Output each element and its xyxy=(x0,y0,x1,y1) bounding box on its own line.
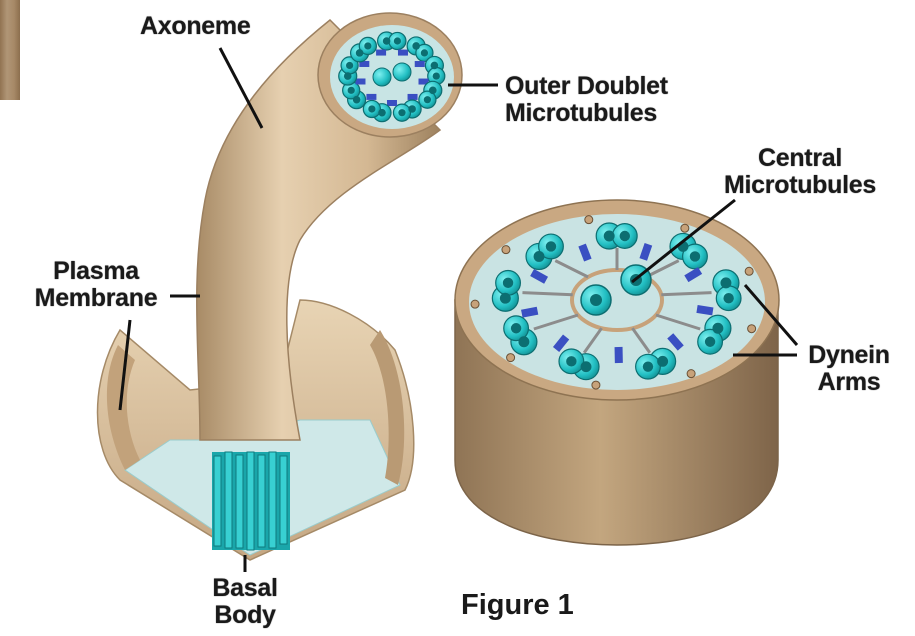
outer-doublet-line2: Microtubules xyxy=(505,100,668,127)
basal-line2: Body xyxy=(195,602,295,629)
outer-doublet-line1: Outer Doublet xyxy=(505,73,668,100)
nexin-bead xyxy=(748,325,756,333)
label-outer-doublet: Outer Doublet Microtubules xyxy=(505,73,668,127)
axoneme-dynein xyxy=(376,50,386,56)
axoneme-dynein xyxy=(366,94,376,100)
dynein-line2: Arms xyxy=(794,369,904,396)
label-axoneme: Axoneme xyxy=(140,13,250,40)
axoneme-dynein xyxy=(387,100,397,106)
label-central: Central Microtubules xyxy=(705,145,895,199)
nexin-bead xyxy=(471,300,479,308)
nexin-bead xyxy=(585,216,593,224)
nexin-bead xyxy=(687,370,695,378)
nexin-bead xyxy=(507,354,515,362)
label-basal: Basal Body xyxy=(195,575,295,629)
axoneme-dynein xyxy=(355,78,365,84)
dynein-arm xyxy=(615,347,623,363)
nexin-bead xyxy=(502,246,510,254)
central-line1: Central xyxy=(705,145,895,172)
central-line2: Microtubules xyxy=(705,172,895,199)
basal-line1: Basal xyxy=(195,575,295,602)
nexin-bead xyxy=(592,381,600,389)
outer-doublet xyxy=(596,223,637,249)
axoneme-dynein xyxy=(408,94,418,100)
axoneme-dynein xyxy=(398,50,408,56)
axoneme-doublet xyxy=(378,32,406,50)
plasma-line2: Membrane xyxy=(16,285,176,312)
plasma-line1: Plasma xyxy=(16,258,176,285)
axoneme-label: Axoneme xyxy=(140,13,250,40)
nexin-bead xyxy=(745,267,753,275)
basal-body xyxy=(212,452,290,550)
figure-caption: Figure 1 xyxy=(461,589,574,622)
axoneme-dynein xyxy=(415,61,425,67)
nexin-bead xyxy=(681,224,689,232)
label-plasma: Plasma Membrane xyxy=(16,258,176,312)
dynein-line1: Dynein xyxy=(794,342,904,369)
label-dynein: Dynein Arms xyxy=(794,342,904,396)
axoneme-cross-section xyxy=(455,200,779,545)
